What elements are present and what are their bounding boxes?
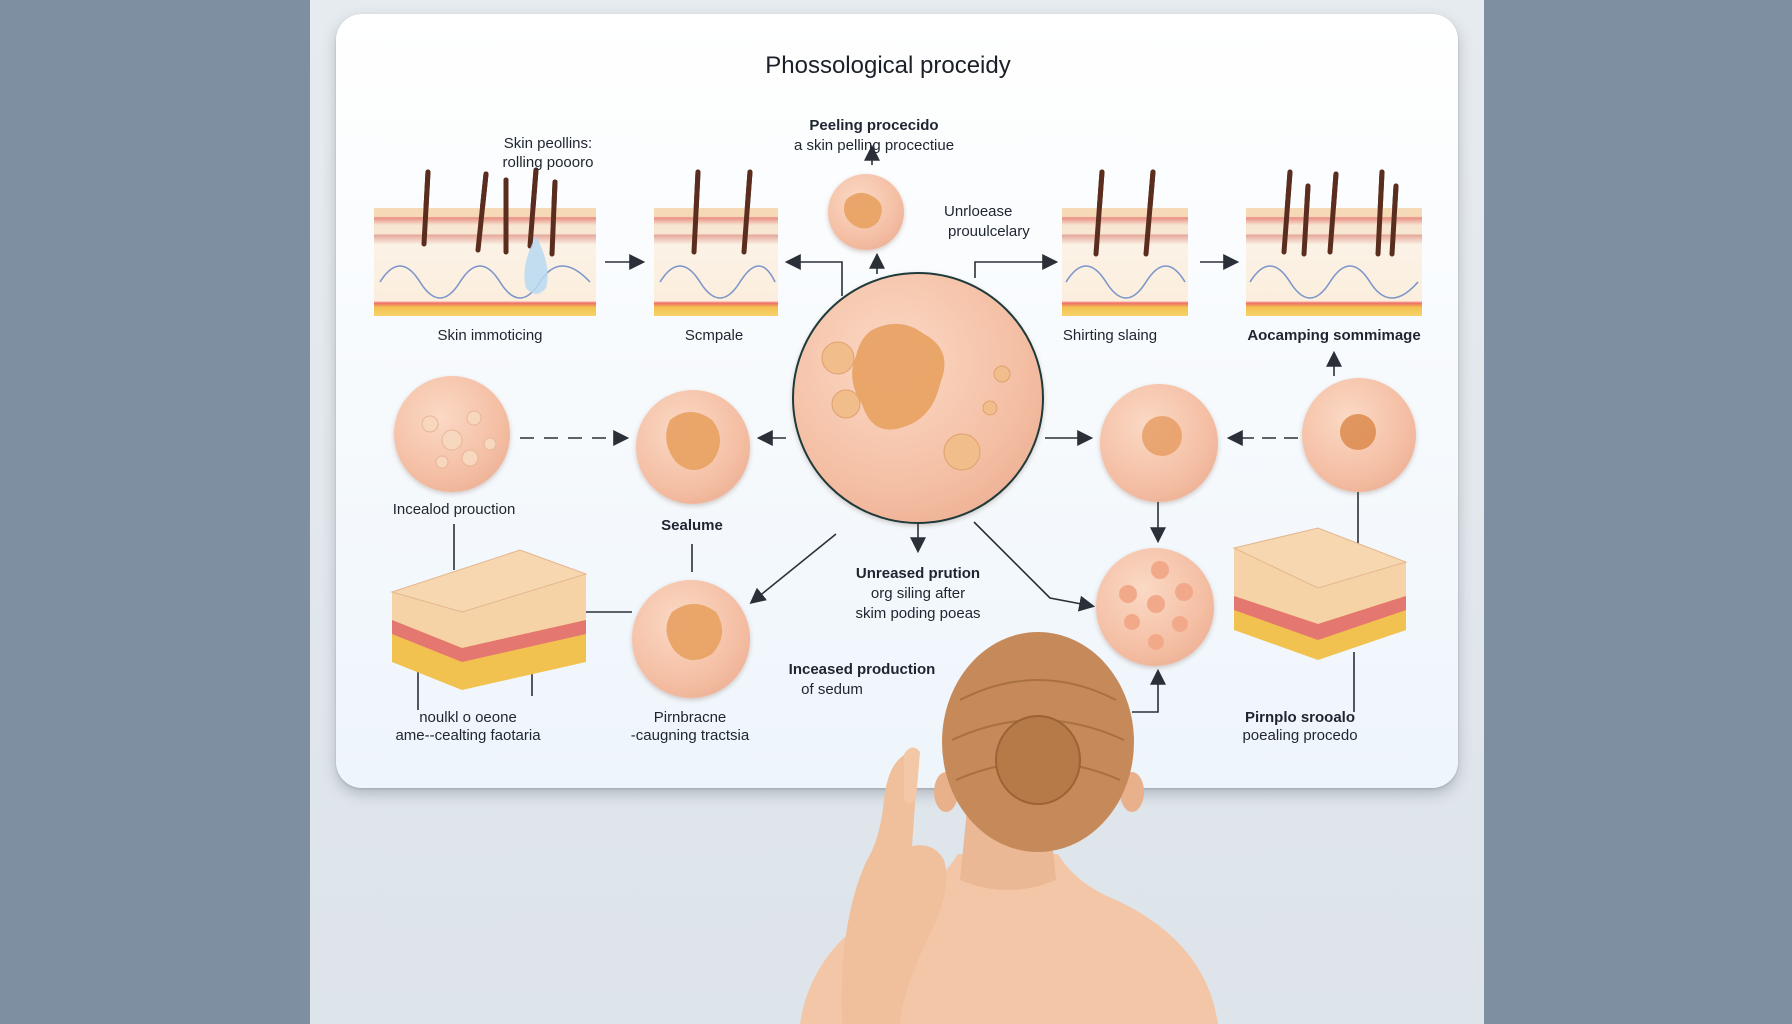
label-accepting: Aocamping sommimage [1247, 327, 1421, 344]
label-pimple-1: Pirnplo srooalo [1244, 709, 1356, 726]
label-increased-production: Incealod prouction [392, 501, 516, 518]
label-pimple-2: poealing procedo [1242, 727, 1358, 744]
label-unrelease-2: prouulcelary [948, 223, 1030, 240]
hair-strand [549, 179, 558, 257]
label-pimple-acne-2: -caugning tractsia [630, 727, 750, 744]
hair-strand [421, 169, 431, 247]
label-peeling-top-2: a skin pelling procectiue [793, 137, 955, 154]
pimple [1148, 634, 1164, 650]
hair-strand [1281, 169, 1293, 255]
arrow-up-from-head [1132, 668, 1166, 713]
hair-strand [1301, 183, 1311, 257]
arrow-diag-left [749, 533, 837, 605]
bubble [821, 341, 855, 375]
bump [421, 415, 439, 433]
bubble [943, 433, 981, 471]
bump [466, 410, 482, 426]
hair-strand [527, 167, 539, 249]
pimple [1124, 614, 1140, 630]
label-increased-sebum-1: Inceased production [788, 661, 936, 678]
label-acne-2: ame--cealting faotaria [395, 727, 541, 744]
hair-strand [1389, 183, 1399, 257]
bubble [982, 400, 998, 416]
pimple [1175, 583, 1193, 601]
label-unrleased-1: Unreased prution [855, 565, 981, 582]
label-acne-1: noulkl o oeone [419, 709, 517, 726]
pimple [1151, 561, 1169, 579]
label-skin-peeling-2: rolling poooro [502, 154, 594, 171]
diagram-title: Phossological proceidy [765, 52, 1011, 79]
hair-strand [1093, 169, 1105, 257]
vessel [1249, 265, 1419, 299]
label-sealume: Sealume [661, 517, 723, 534]
hair-bun [995, 715, 1081, 805]
label-unrleased-2: org siling after [870, 585, 966, 602]
label-shirting: Shirting slaing [1062, 327, 1158, 344]
hair-strand [1375, 169, 1385, 257]
person-hand [841, 752, 947, 1024]
sebum-blob [852, 323, 945, 430]
hair-strand [741, 169, 753, 255]
skin-block-left [390, 549, 588, 690]
arrow-center-to-bottom-right [973, 521, 1096, 612]
sebum-blob [666, 604, 723, 661]
hair-strand [691, 169, 701, 255]
hair-strand [475, 171, 489, 253]
redness-spot [1340, 414, 1376, 450]
arrow-row1-b [784, 254, 843, 296]
label-unrelease-1: Unrloease [944, 203, 1013, 220]
skin-cross-section-irritation [374, 208, 596, 316]
bump [483, 437, 497, 451]
label-increased-sebum-2: of sedum [801, 681, 863, 698]
label-skin-irritation: Skin immoticing [437, 327, 543, 344]
bubble [993, 365, 1011, 383]
redness-spot [1142, 416, 1182, 456]
hair-strand [1143, 169, 1156, 257]
hair-strand [1327, 171, 1339, 255]
bump [435, 455, 449, 469]
pimple [1172, 616, 1188, 632]
bump [441, 429, 463, 451]
skin-block-right [1232, 527, 1408, 660]
label-skin-peeling-1: Skin peollins: [503, 135, 593, 152]
vessel [659, 265, 776, 299]
person-finger [904, 747, 920, 803]
pimple [1147, 595, 1165, 613]
sebum-blob [844, 192, 882, 229]
label-sample: Scmpale [684, 327, 744, 344]
label-pimple-acne-1: Pirnbracne [653, 709, 727, 726]
pimple [1119, 585, 1137, 603]
droplet-drawing [524, 236, 548, 294]
bump [461, 449, 479, 467]
vessel [1065, 265, 1186, 299]
bubble [831, 389, 861, 419]
sebum-blob [666, 412, 720, 470]
arrow-row1-c [974, 254, 1059, 278]
label-peeling-top-1: Peeling procecido [809, 117, 939, 134]
label-unrleased-3: skim poding poeas [855, 605, 981, 622]
